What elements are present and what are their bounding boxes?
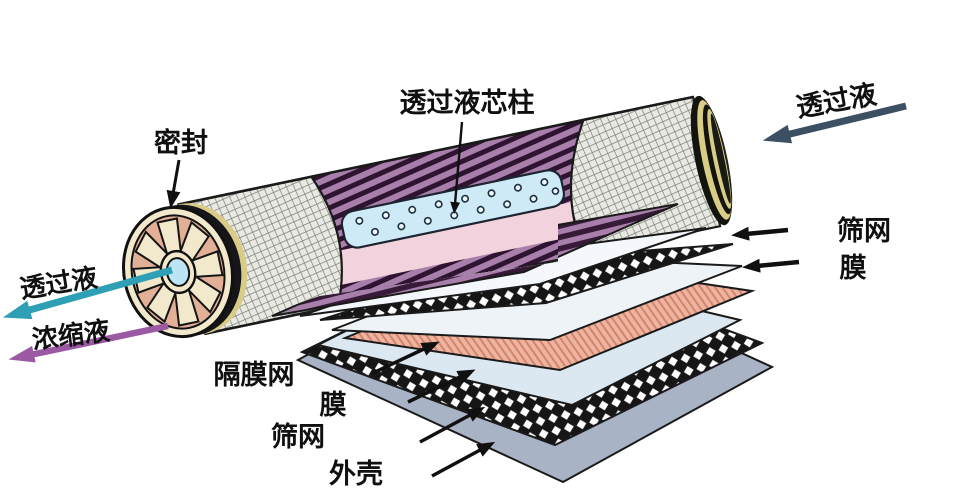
permeate-out-arrow (2, 266, 173, 320)
concentrate-out-arrow (8, 322, 169, 363)
seal-pointer-arrow (166, 159, 181, 209)
seal-label: 密封 (154, 127, 208, 158)
membrane-right-arrow (742, 258, 800, 273)
screen-mesh-right-label: 筛网 (837, 215, 891, 246)
membrane-right-label: 膜 (840, 253, 867, 283)
outer-shell-label: 外壳 (329, 459, 383, 489)
membrane-bottom-arrow (407, 369, 476, 404)
permeate-in-arrow (762, 102, 907, 144)
screen-mesh-right-arrow (731, 226, 789, 241)
permeate-core-tube-label: 透过液芯柱 (400, 88, 535, 118)
end-seal-rings (690, 95, 733, 226)
end-cap-wheel (121, 203, 248, 339)
tube-perforations (355, 178, 560, 236)
core-tube-pointer-line (450, 121, 464, 214)
spacer-mesh-label: 隔膜网 (214, 360, 295, 390)
outer-shell-arrow (431, 441, 496, 478)
screen-mesh-bottom-arrow (419, 406, 486, 444)
pointer-arrows (166, 121, 800, 478)
inner-pink-layer (327, 194, 615, 287)
spacer-mesh-arrow (372, 341, 440, 375)
screen-mesh-bottom-label: 筛网 (271, 421, 325, 452)
membrane-bottom-label: 膜 (320, 390, 347, 420)
